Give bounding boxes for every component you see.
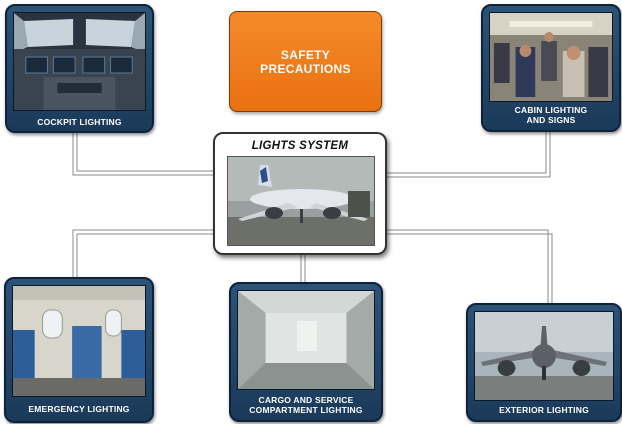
cabin-lighting-label: CABIN LIGHTING AND SIGNS — [514, 105, 588, 125]
cockpit-lighting-tile[interactable]: COCKPIT LIGHTING — [5, 4, 154, 133]
lights-system-panel[interactable]: LIGHTS SYSTEM — [213, 132, 387, 255]
aircraft-photo — [227, 156, 375, 246]
emergency-lighting-label: EMERGENCY LIGHTING — [28, 404, 130, 414]
lights-system-title: LIGHTS SYSTEM — [251, 140, 349, 152]
cargo-photo — [237, 290, 375, 390]
exterior-lighting-tile[interactable]: EXTERIOR LIGHTING — [466, 303, 622, 422]
safety-precautions-button[interactable]: SAFETY PRECAUTIONS — [229, 11, 382, 112]
cockpit-lighting-label: COCKPIT LIGHTING — [37, 117, 122, 127]
exterior-photo — [474, 311, 614, 401]
cargo-lighting-label: CARGO AND SERVICE COMPARTMENT LIGHTING — [249, 395, 363, 415]
cargo-lighting-tile[interactable]: CARGO AND SERVICE COMPARTMENT LIGHTING — [229, 282, 383, 422]
cabin-lighting-tile[interactable]: CABIN LIGHTING AND SIGNS — [481, 4, 621, 132]
safety-precautions-label: SAFETY PRECAUTIONS — [260, 47, 351, 76]
emergency-photo — [12, 285, 146, 397]
cabin-photo — [489, 12, 613, 102]
exterior-lighting-label: EXTERIOR LIGHTING — [499, 405, 589, 415]
emergency-lighting-tile[interactable]: EMERGENCY LIGHTING — [4, 277, 154, 423]
cockpit-photo — [13, 12, 146, 111]
